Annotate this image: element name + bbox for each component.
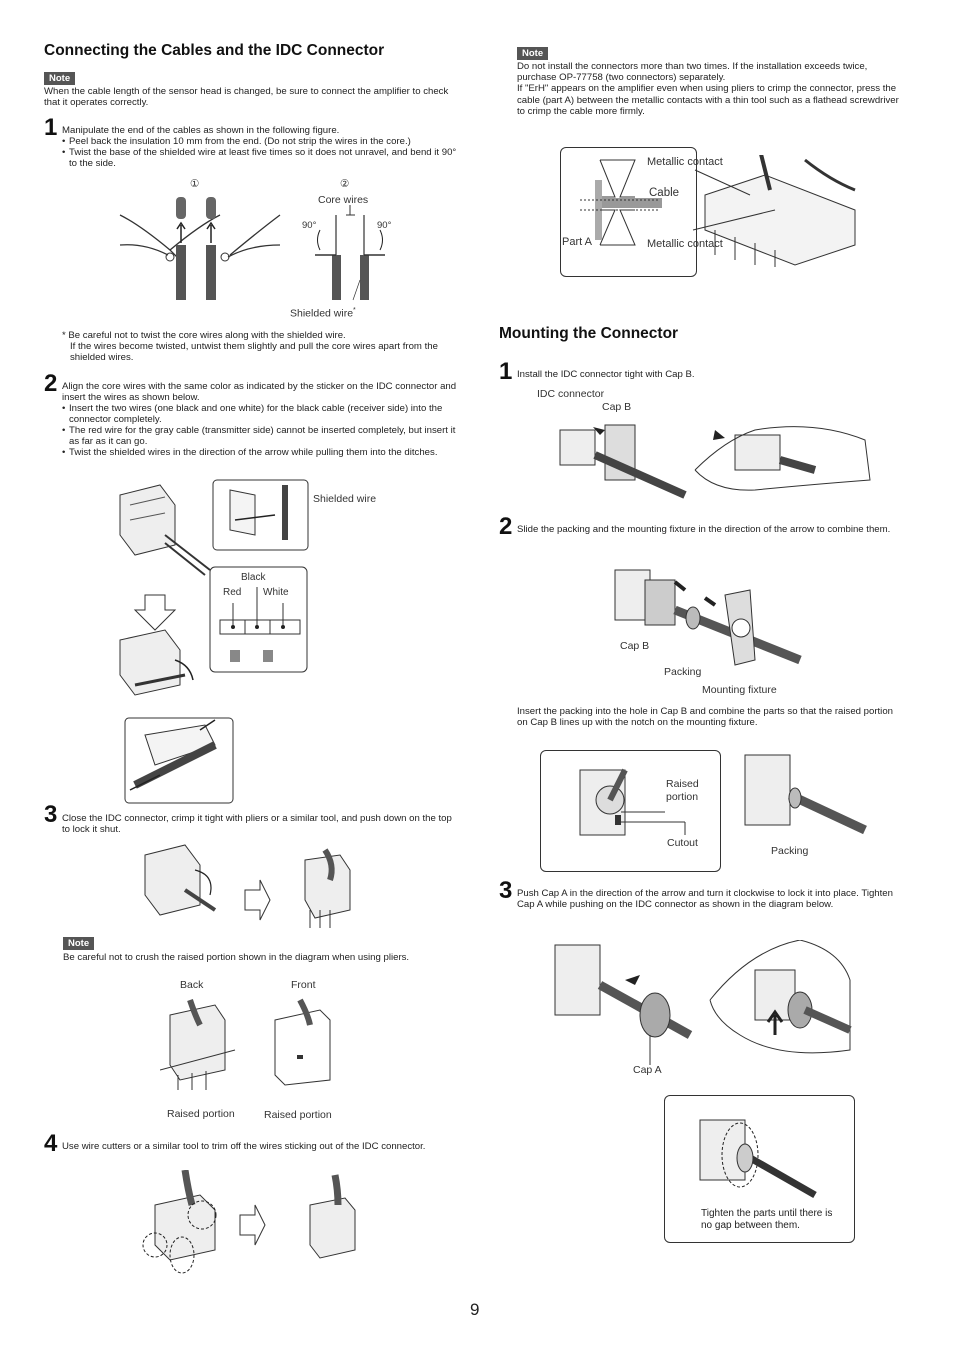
step-number: 1 — [44, 114, 58, 141]
label-shielded-wire: Shielded wire* — [290, 307, 356, 320]
trim-figure — [142, 1170, 356, 1274]
label-core-wires: Core wires — [318, 194, 369, 206]
label-metallic-contact-bottom: Metallic contact — [647, 238, 723, 250]
gap-detail-box — [664, 1095, 855, 1243]
label-metallic-contact-top: Metallic contact — [647, 156, 723, 168]
r-step3-text: Push Cap A in the direction of the arrow… — [517, 888, 893, 910]
step-number: 1 — [499, 358, 513, 385]
step1-text: Manipulate the end of the cables as show… — [62, 125, 340, 136]
label-packing: Packing — [664, 666, 702, 678]
no-gap-figure — [699, 1119, 817, 1199]
label-shielded-wire-2: Shielded wire — [313, 493, 377, 505]
cap-a-figure — [554, 940, 852, 1065]
raised-detail-box — [540, 750, 721, 872]
label-cap-b-2: Cap B — [620, 640, 650, 652]
note-text: Do not install the connectors more than … — [517, 61, 899, 117]
note-badge: Note — [63, 937, 95, 950]
note-badge: Note — [517, 47, 549, 60]
note-badge: Note — [44, 72, 76, 85]
step3-text: Close the IDC connector, crimp it tight … — [62, 813, 452, 835]
wire-insert-figure — [119, 479, 309, 804]
section-title-mounting: Mounting the Connector — [499, 325, 679, 342]
label-angle-left: 90° — [302, 220, 317, 231]
step-number: 4 — [44, 1130, 58, 1157]
label-angle-right: 90° — [377, 220, 392, 231]
label-packing-2: Packing — [771, 845, 809, 857]
raised-cutout-figure — [579, 754, 867, 836]
label-raised-portion: Raised portion — [666, 778, 699, 803]
fig-label-1: ① — [190, 178, 200, 190]
cable-prep-figure — [119, 197, 385, 301]
label-front: Front — [291, 979, 316, 991]
step-number: 3 — [499, 877, 513, 904]
footnote: * Be careful not to twist the core wires… — [62, 330, 438, 364]
label-cutout: Cutout — [667, 837, 698, 849]
step-number: 2 — [499, 513, 513, 540]
label-red: Red — [223, 587, 242, 598]
step4-text: Use wire cutters or a similar tool to tr… — [62, 1141, 426, 1152]
label-part-a: Part A — [562, 236, 592, 248]
step1-bullet: Peel back the insulation 10 mm from the … — [62, 136, 462, 147]
note-text: Be careful not to crush the raised porti… — [63, 952, 410, 963]
contact-figure — [580, 155, 856, 267]
step2-bullet: Insert the two wires (one black and one … — [62, 403, 457, 425]
label-idc-connector: IDC connector — [537, 388, 605, 400]
label-white: White — [263, 587, 289, 598]
label-cable: Cable — [649, 187, 680, 199]
step1-bullet: Twist the base of the shielded wire at l… — [62, 147, 462, 169]
label-back: Back — [180, 979, 204, 991]
r-step2-text: Slide the packing and the mounting fixtu… — [517, 524, 891, 535]
step2-bullet: Twist the shielded wires in the directio… — [62, 447, 457, 458]
step-text: Align the core wires with the same color… — [62, 381, 457, 458]
packing-fixture-figure — [614, 569, 802, 666]
r-step1-text: Install the IDC connector tight with Cap… — [517, 369, 695, 380]
step-number: 2 — [44, 370, 58, 397]
cap-b-install-figure — [559, 424, 871, 499]
step-text: Manipulate the end of the cables as show… — [62, 125, 462, 169]
note-text: When the cable length of the sensor head… — [44, 86, 449, 109]
crimp-figure — [144, 844, 351, 928]
label-tighten: Tighten the parts until there is no gap … — [701, 1208, 833, 1231]
label-black: Black — [241, 572, 266, 583]
fig-label-2: ② — [340, 178, 350, 190]
step2-bullet: The red wire for the gray cable (transmi… — [62, 425, 457, 447]
page-number: 9 — [470, 1300, 480, 1319]
label-cap-b: Cap B — [602, 401, 632, 413]
label-raised-front: Raised portion — [264, 1109, 332, 1121]
label-mounting-fixture: Mounting fixture — [702, 684, 777, 696]
label-cap-a: Cap A — [633, 1064, 662, 1076]
raised-portion-figure — [160, 998, 331, 1090]
step-number: 3 — [44, 801, 58, 828]
section-title-connecting: Connecting the Cables and the IDC Connec… — [44, 42, 385, 59]
label-raised-back: Raised portion — [167, 1108, 235, 1120]
r-step2-text2: Insert the packing into the hole in Cap … — [517, 706, 893, 728]
